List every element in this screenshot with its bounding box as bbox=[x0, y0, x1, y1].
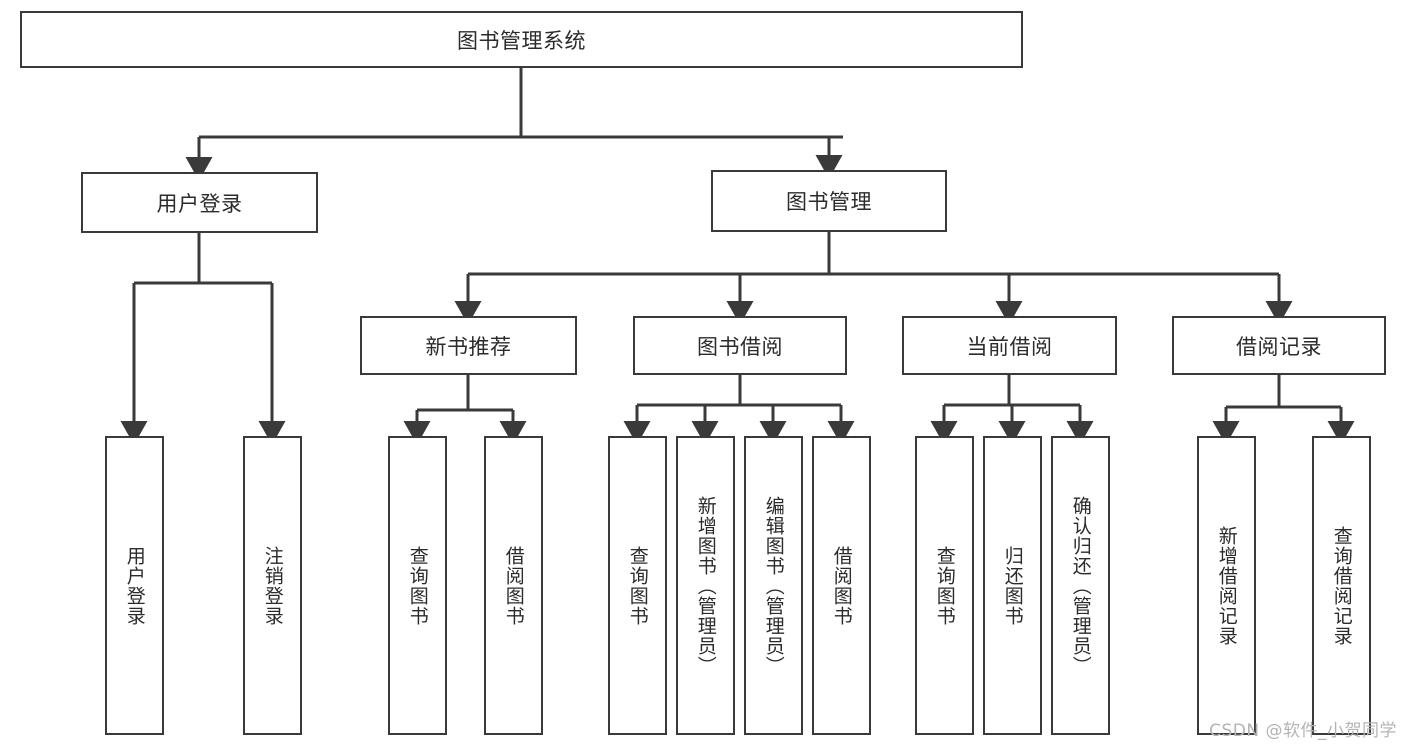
leaf-add-book[interactable]: 新增图书（管理员） bbox=[676, 436, 735, 735]
node-root[interactable]: 图书管理系统 bbox=[20, 11, 1023, 68]
leaf-query-book-2[interactable]: 查询图书 bbox=[608, 436, 667, 735]
watermark-text: CSDN @软件_小贺同学 bbox=[1209, 721, 1397, 741]
leaf-query-record-label: 查询借阅记录 bbox=[1330, 525, 1353, 646]
leaf-confirm-return[interactable]: 确认归还（管理员） bbox=[1051, 436, 1110, 735]
leaf-query-book-1-label: 查询图书 bbox=[406, 545, 429, 626]
node-current-borrow[interactable]: 当前借阅 bbox=[902, 316, 1117, 375]
leaf-logout-label: 注销登录 bbox=[261, 545, 284, 626]
leaf-query-book-3-label: 查询图书 bbox=[933, 545, 956, 626]
leaf-query-record[interactable]: 查询借阅记录 bbox=[1312, 436, 1371, 735]
leaf-query-book-1[interactable]: 查询图书 bbox=[388, 436, 447, 735]
leaf-query-book-2-label: 查询图书 bbox=[626, 545, 649, 626]
leaf-add-record-label: 新增借阅记录 bbox=[1215, 525, 1238, 646]
leaf-add-record[interactable]: 新增借阅记录 bbox=[1197, 436, 1256, 735]
leaf-return-book[interactable]: 归还图书 bbox=[983, 436, 1042, 735]
leaf-borrow-book-2[interactable]: 借阅图书 bbox=[812, 436, 871, 735]
node-new-book-recommend-label: 新书推荐 bbox=[425, 334, 512, 359]
leaf-return-book-label: 归还图书 bbox=[1001, 545, 1024, 626]
node-book-manage[interactable]: 图书管理 bbox=[711, 170, 947, 232]
leaf-confirm-return-label: 确认归还（管理员） bbox=[1069, 495, 1092, 676]
node-book-borrow-label: 图书借阅 bbox=[697, 334, 783, 359]
node-root-label: 图书管理系统 bbox=[457, 28, 586, 53]
leaf-borrow-book-1[interactable]: 借阅图书 bbox=[484, 436, 543, 735]
leaf-edit-book-label: 编辑图书（管理员） bbox=[762, 495, 785, 676]
node-borrow-record-label: 借阅记录 bbox=[1236, 334, 1322, 359]
leaf-logout[interactable]: 注销登录 bbox=[243, 436, 302, 735]
leaf-add-book-label: 新增图书（管理员） bbox=[694, 495, 717, 676]
node-user-login-label: 用户登录 bbox=[156, 191, 243, 216]
node-book-manage-label: 图书管理 bbox=[786, 190, 872, 214]
leaf-user-login[interactable]: 用户登录 bbox=[105, 436, 164, 735]
leaf-edit-book[interactable]: 编辑图书（管理员） bbox=[744, 436, 803, 735]
node-book-borrow[interactable]: 图书借阅 bbox=[633, 316, 847, 375]
leaf-borrow-book-2-label: 借阅图书 bbox=[830, 545, 853, 626]
leaf-user-login-label: 用户登录 bbox=[123, 545, 146, 626]
leaf-borrow-book-1-label: 借阅图书 bbox=[502, 545, 525, 626]
leaf-query-book-3[interactable]: 查询图书 bbox=[915, 436, 974, 735]
node-new-book-recommend[interactable]: 新书推荐 bbox=[360, 316, 577, 375]
node-borrow-record[interactable]: 借阅记录 bbox=[1172, 316, 1386, 375]
node-current-borrow-label: 当前借阅 bbox=[966, 334, 1053, 359]
node-user-login[interactable]: 用户登录 bbox=[81, 172, 318, 233]
